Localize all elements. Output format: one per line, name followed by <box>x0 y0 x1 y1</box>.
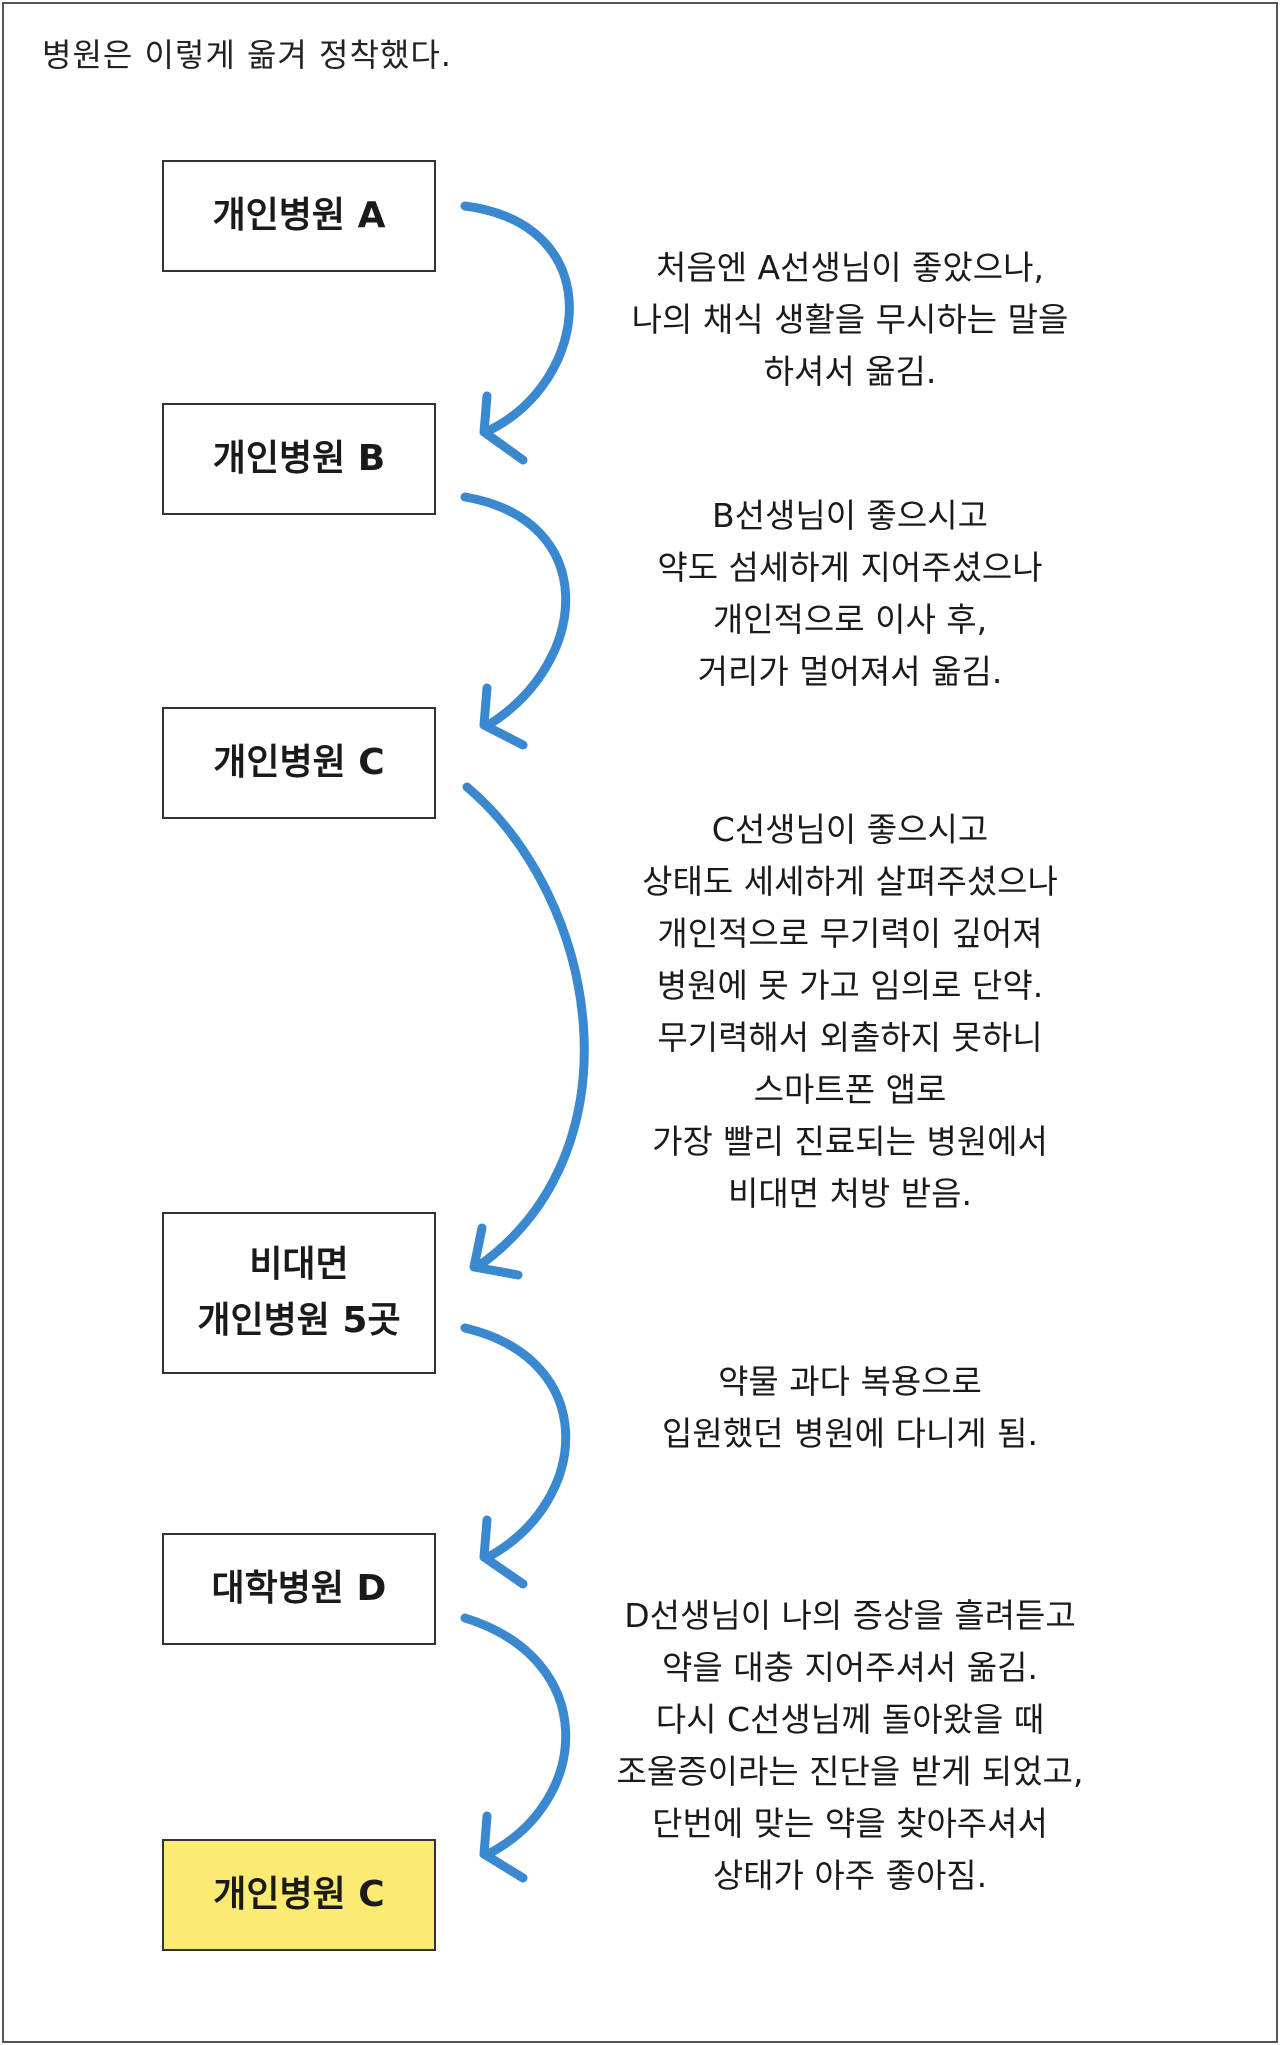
hospital-box-c: 개인병원 C <box>162 707 436 819</box>
hospital-box-label: 개인병원 C <box>213 1874 385 1915</box>
hospital-box-remote: 비대면 개인병원 5곳 <box>162 1212 436 1374</box>
note-c-to-remote: C선생님이 좋으시고 상태도 세세하게 살펴주셨으나 개인적으로 무기력이 깊어… <box>560 804 1140 1220</box>
note-line: C선생님이 좋으시고 <box>711 810 989 849</box>
note-line: 약도 섬세하게 지어주셨으나 <box>657 548 1043 587</box>
note-line: 거리가 멀어져서 옮김. <box>697 652 1003 691</box>
note-line: D선생님이 나의 증상을 흘려듣고 <box>624 1596 1076 1635</box>
hospital-box-b: 개인병원 B <box>162 403 436 515</box>
hospital-box-label: 개인병원 C <box>213 742 385 783</box>
note-line: 조울증이라는 진단을 받게 되었고, <box>616 1752 1084 1791</box>
note-line: 나의 채식 생활을 무시하는 말을 <box>631 300 1069 339</box>
arrow-b-to-c <box>460 492 571 750</box>
note-line: 가장 빨리 진료되는 병원에서 <box>652 1122 1048 1161</box>
note-line: 단번에 맞는 약을 찾아주셔서 <box>652 1804 1048 1843</box>
note-line: 약을 대충 지어주셔서 옮김. <box>662 1648 1038 1687</box>
note-line: 병원에 못 가고 임의로 단약. <box>656 966 1044 1005</box>
page-title: 병원은 이렇게 옮겨 정착했다. <box>42 36 452 74</box>
note-line: 개인적으로 이사 후, <box>712 600 988 639</box>
hospital-box-label: 개인병원 A <box>212 195 386 236</box>
note-d-to-c: D선생님이 나의 증상을 흘려듣고 약을 대충 지어주셔서 옮김. 다시 C선생… <box>560 1590 1140 1902</box>
note-line: 비대면 처방 받음. <box>728 1174 972 1213</box>
note-line: 상태도 세세하게 살펴주셨으나 <box>642 862 1058 901</box>
arrow-a-to-b <box>460 201 574 465</box>
note-line: 다시 C선생님께 돌아왔을 때 <box>655 1700 1045 1739</box>
arrow-c-to-remote <box>462 782 589 1280</box>
hospital-box-label: 비대면 <box>249 1244 349 1285</box>
note-line: 무기력해서 외출하지 못하니 <box>657 1018 1043 1057</box>
hospital-box-label: 대학병원 D <box>211 1568 387 1609</box>
note-remote-to-d: 약물 과다 복용으로 입원했던 병원에 다니게 됨. <box>560 1356 1140 1460</box>
note-line: 하셔서 옮김. <box>763 352 937 391</box>
note-b-to-c: B선생님이 좋으시고 약도 섬세하게 지어주셨으나 개인적으로 이사 후, 거리… <box>560 490 1140 698</box>
hospital-box-d: 대학병원 D <box>162 1533 436 1645</box>
note-line: 입원했던 병원에 다니게 됨. <box>662 1414 1038 1453</box>
note-line: 스마트폰 앱로 <box>753 1070 947 1109</box>
arrow-d-to-c <box>460 1613 571 1883</box>
note-line: B선생님이 좋으시고 <box>711 496 988 535</box>
hospital-box-label: 개인병원 5곳 <box>197 1300 401 1341</box>
note-line: 처음엔 A선생님이 좋았으나, <box>655 248 1044 287</box>
hospital-box-label: 개인병원 B <box>212 438 386 479</box>
note-line: 상태가 아주 좋아짐. <box>712 1856 988 1895</box>
note-a-to-b: 처음엔 A선생님이 좋았으나, 나의 채식 생활을 무시하는 말을 하셔서 옮김… <box>560 242 1140 398</box>
arrow-remote-to-d <box>460 1323 571 1589</box>
note-line: 개인적으로 무기력이 깊어져 <box>657 914 1043 953</box>
hospital-box-c-final: 개인병원 C <box>162 1839 436 1951</box>
hospital-box-a: 개인병원 A <box>162 160 436 272</box>
note-line: 약물 과다 복용으로 <box>718 1362 982 1401</box>
